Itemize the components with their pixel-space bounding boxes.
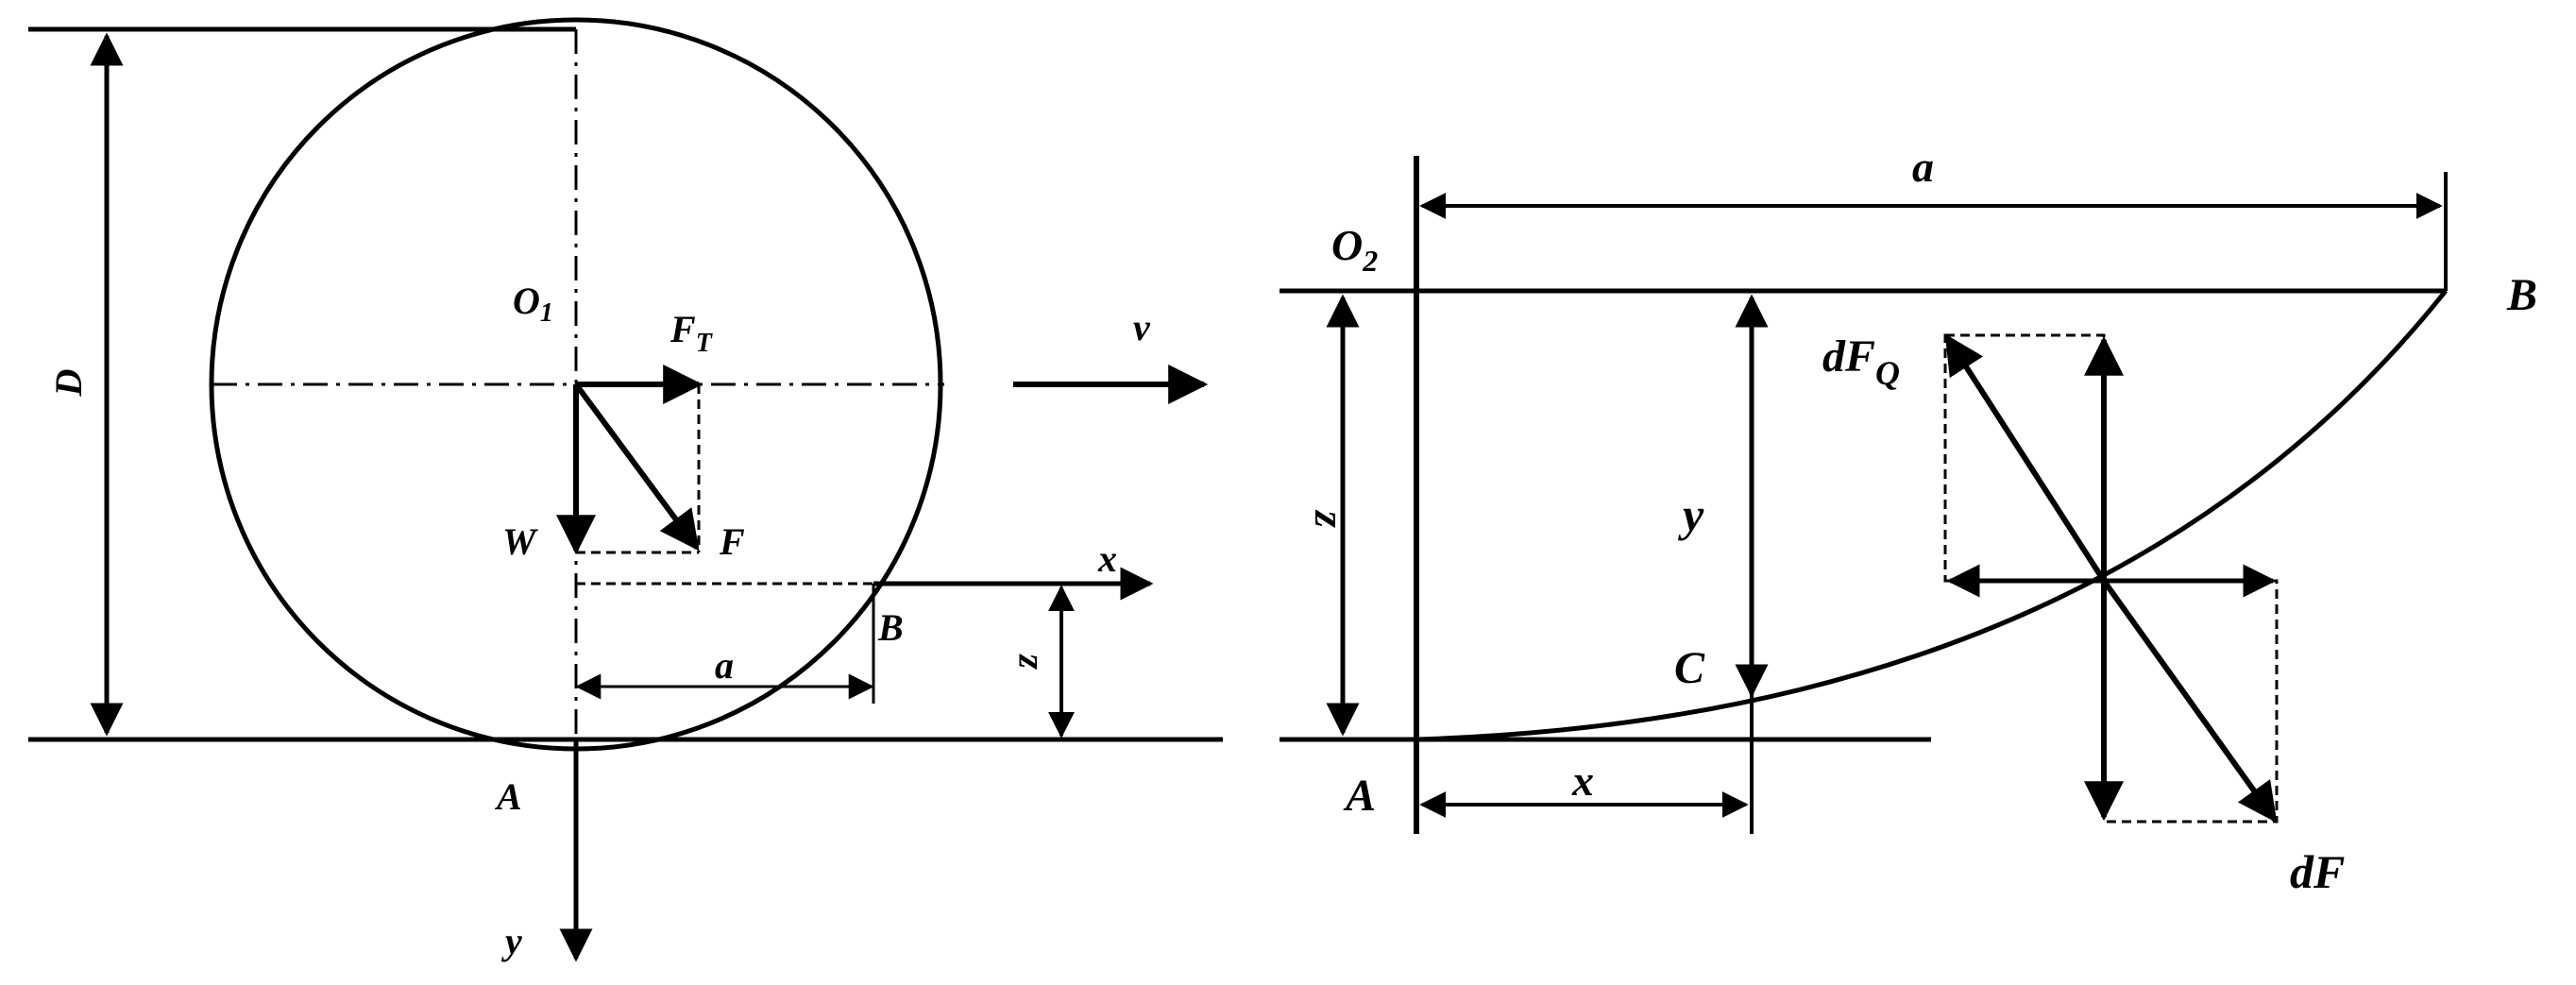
- label-a-right: a: [1912, 143, 1934, 191]
- label-A: A: [494, 775, 522, 818]
- label-z-right: z: [1306, 509, 1354, 528]
- right-diagram: a O2 B z y C A x dFQ dF: [1280, 143, 2537, 898]
- left-diagram: D O1 FT W F v x B a z A y: [28, 17, 1223, 962]
- label-FT: FT: [669, 308, 714, 358]
- label-x: x: [1097, 537, 1117, 580]
- label-O2: O2: [1331, 221, 1378, 278]
- label-dF: dF: [2290, 845, 2345, 898]
- label-y: y: [501, 920, 522, 962]
- label-v: v: [1133, 306, 1151, 348]
- label-W: W: [502, 520, 538, 563]
- label-A-right: A: [1343, 771, 1376, 821]
- contact-arc: [1415, 289, 2448, 742]
- label-dFQ: dFQ: [1822, 331, 1900, 392]
- component-box-lower-right: [2102, 579, 2279, 824]
- label-y-right: y: [1678, 488, 1704, 541]
- force-F-arrow: [573, 382, 700, 552]
- label-z: z: [1003, 654, 1045, 671]
- dFQ-arrow: [1944, 333, 2107, 583]
- label-B-right: B: [2506, 270, 2537, 320]
- label-C: C: [1674, 643, 1705, 693]
- label-a: a: [715, 644, 734, 687]
- label-D: D: [47, 369, 90, 398]
- label-O1: O1: [513, 280, 553, 328]
- label-x-right: x: [1571, 756, 1594, 805]
- label-F: F: [719, 520, 745, 563]
- dF-arrow: [2101, 579, 2278, 824]
- label-B: B: [877, 606, 904, 649]
